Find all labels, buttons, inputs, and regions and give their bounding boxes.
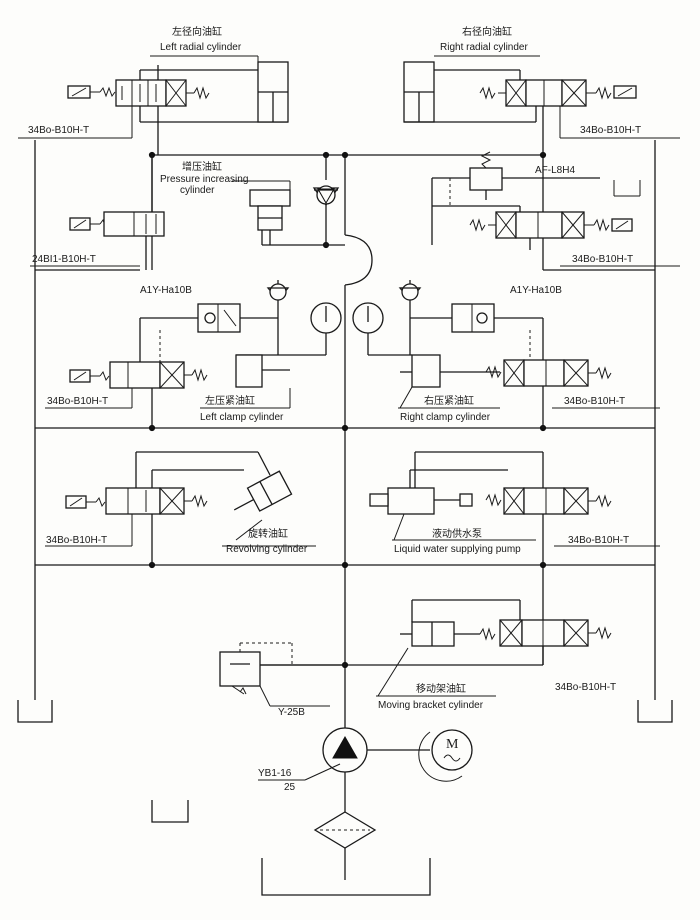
a1y-valve-left [197,303,241,333]
moving-bracket-cylinder [411,621,455,647]
valve-model-lr: 34Bo-B10H-T [568,535,629,546]
valve-spool-lr [523,487,565,515]
pressure-label-cn: 增压油缸 [182,160,222,173]
right-radial-circuit [403,55,680,155]
valve-spool-ml [109,361,161,389]
liquid-water-pump [387,487,435,515]
main-pressure-lines [34,140,656,730]
af-valve-label: AF-L8H4 [535,165,575,176]
valve-model-24bi: 24BI1-B10H-T [32,254,96,265]
valve-r2-circuit [432,205,680,267]
a1y-label-right: A1Y-Ha10B [510,285,562,296]
pressure-label-en-1: Pressure increasing [160,174,248,185]
pump-model-1: YB1-16 [258,768,292,779]
tank-right [637,700,673,723]
main-reservoir [261,858,431,896]
valve-model-mr: 34Bo-B10H-T [564,396,625,407]
pump-label-cn: 液动供水泵 [432,527,482,540]
valve-spool-r2 [515,211,563,239]
left-clamp-circuit [45,280,342,428]
tanks [17,700,673,896]
moving-label-en: Moving bracket cylinder [378,700,484,711]
pump-model-2: 25 [284,782,296,793]
water-pump-circuit [369,451,660,565]
tank-center-left [151,800,189,823]
revolving-label-cn: 旋转油缸 [248,527,288,540]
af-relief-circuit [431,151,641,245]
valve-model-bottom: 34Bo-B10H-T [555,682,616,693]
valve-spool-ll [105,487,161,515]
motor-letter: M [446,737,459,752]
moving-bracket-circuit [376,599,612,697]
valve-model-r2: 34Bo-B10H-T [572,254,633,265]
y25b-relief-valve [219,651,261,687]
valve-model-ml: 34Bo-B10H-T [47,396,108,407]
pump-motor-group: M [258,727,473,880]
valve-model-tr: 34Bo-B10H-T [580,125,641,136]
left-radial-label-en: Left radial cylinder [160,42,242,53]
valve-spool-mr [523,359,565,387]
revolving-label-en: Revolving cylinder [226,544,308,555]
right-clamp-label-cn: 右压紧油缸 [424,394,474,407]
junction-dots [148,151,547,669]
left-clamp-label-en: Left clamp cylinder [200,412,284,423]
a1y-valve-right [451,303,495,333]
left-radial-circuit [18,55,289,155]
pressure-increasing-circuit [232,155,345,246]
pressure-label-en-2: cylinder [180,185,215,196]
valve-model-tl: 34Bo-B10H-T [28,125,89,136]
electric-motor [431,729,473,771]
valve-model-ll: 34Bo-B10H-T [46,535,107,546]
revolving-circuit [45,451,316,565]
valve-24bi-circuit [30,155,165,270]
a1y-label-left: A1Y-Ha10B [140,285,192,296]
relief-valve-y25b [219,642,345,707]
left-radial-label-cn: 左径向油缸 [172,25,222,38]
right-clamp-cylinder [411,354,441,388]
af-relief-valve [469,167,503,191]
right-clamp-label-en: Right clamp cylinder [400,412,491,423]
pump-label-en: Liquid water supplying pump [394,544,521,555]
valve-spool-tl [115,79,167,107]
moving-label-cn: 移动架油缸 [416,682,466,695]
left-clamp-label-cn: 左压紧油缸 [205,394,255,407]
left-clamp-cylinder [235,354,263,388]
right-radial-label-cn: 右径向油缸 [462,25,512,38]
relief-valve-label: Y-25B [278,707,305,718]
tank-left [17,700,53,723]
right-clamp-circuit [352,280,660,428]
revolving-cylinder [233,470,293,512]
right-radial-label-en: Right radial cylinder [440,42,528,53]
